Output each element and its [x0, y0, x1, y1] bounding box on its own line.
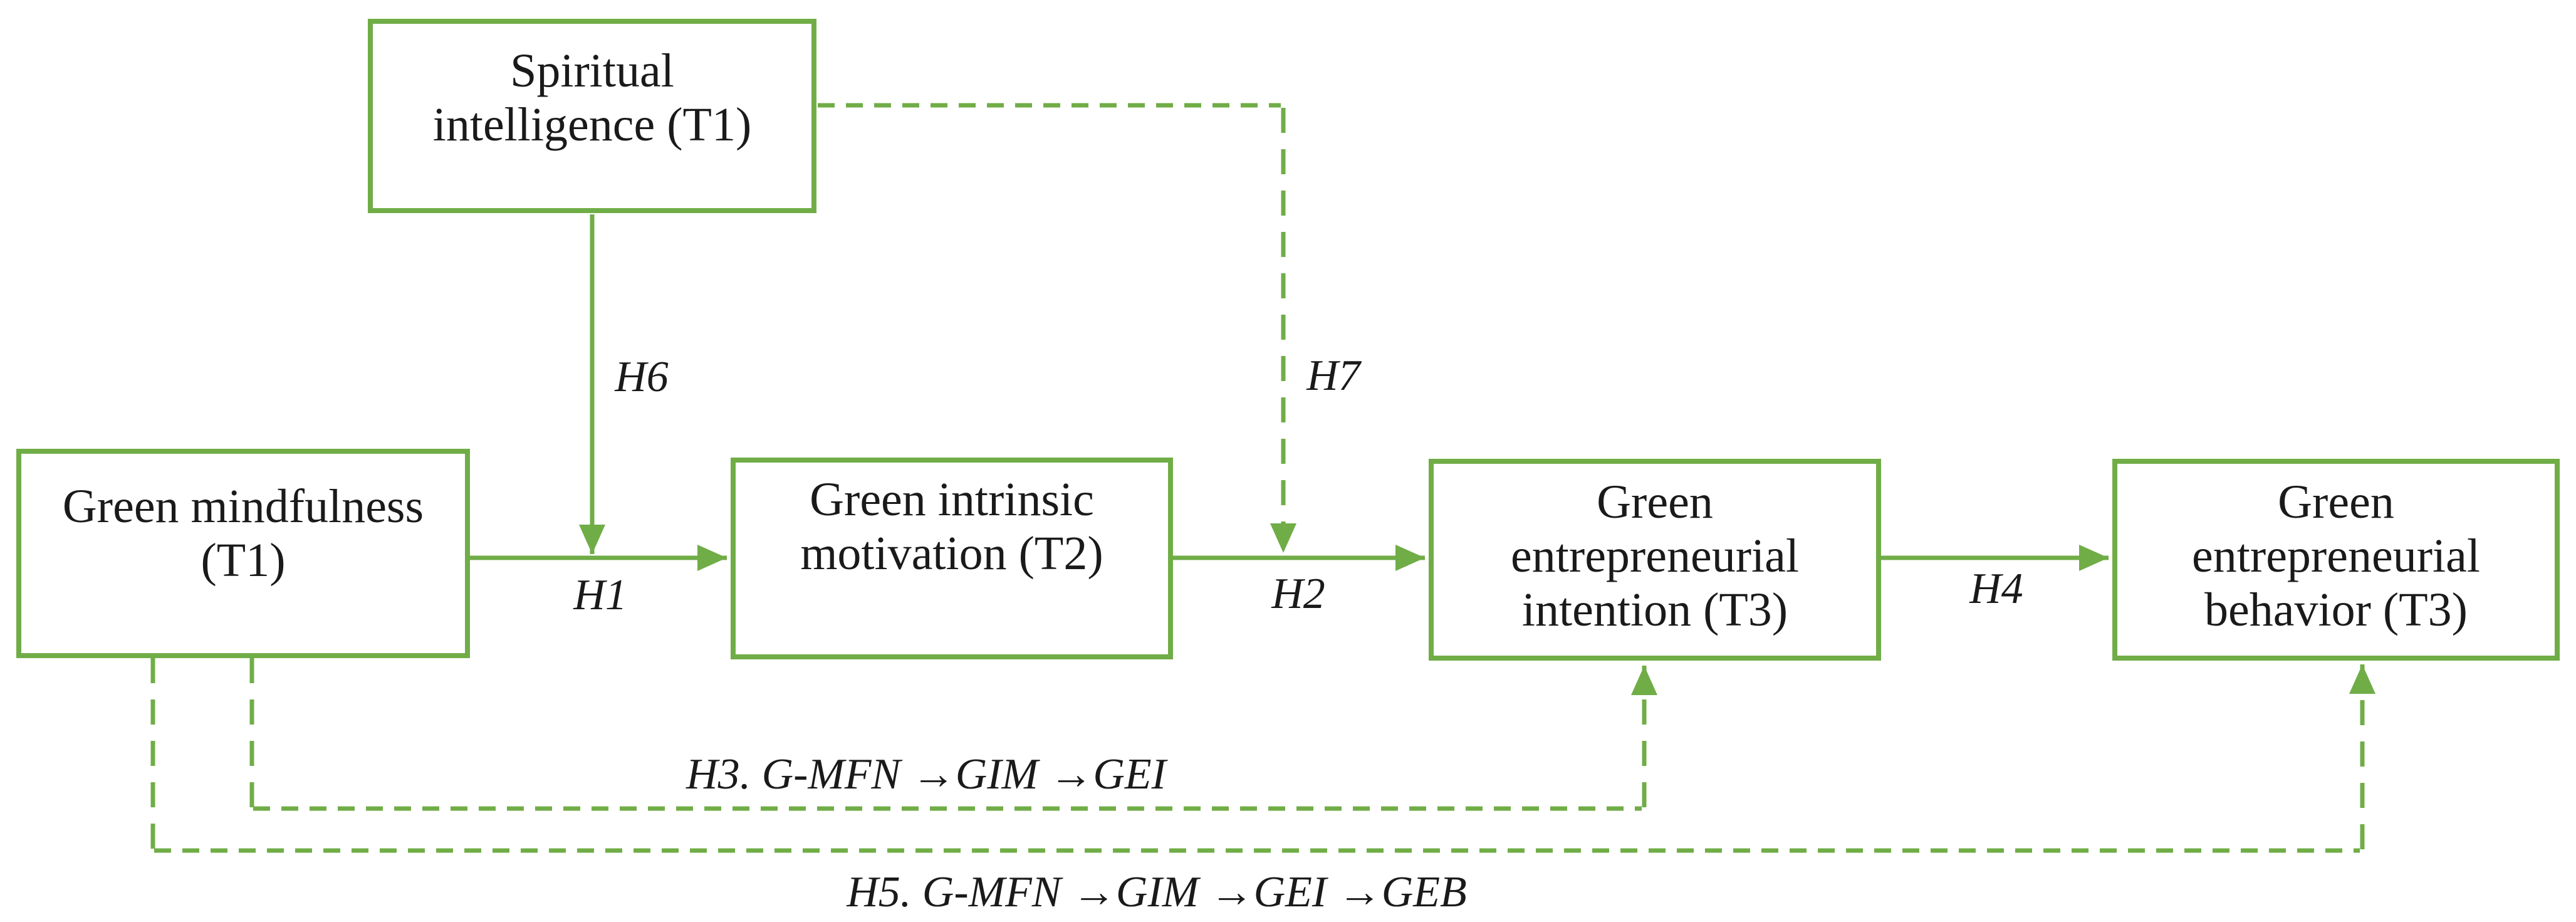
node-label-line: intelligence (T1) — [432, 98, 752, 151]
node-spiritual-intelligence: Spiritual intelligence (T1) — [368, 19, 816, 213]
node-label-line: entrepreneurial — [1511, 530, 1799, 583]
node-label-line: motivation (T2) — [800, 527, 1103, 580]
node-green-entrepreneurial-behavior: Green entrepreneurial behavior (T3) — [2112, 459, 2560, 661]
node-label-line: intention (T3) — [1521, 583, 1788, 636]
h3-label: H3. G-MFN →GIM →GEI — [686, 750, 1166, 799]
h4-label: H4 — [1969, 565, 2023, 613]
node-green-intrinsic-motivation: Green intrinsic motivation (T2) — [731, 458, 1173, 659]
node-label-line: Green — [2278, 476, 2394, 529]
node-label-line: behavior (T3) — [2204, 583, 2468, 636]
node-label-line: Green mindfulness — [62, 480, 424, 533]
h1-label: H1 — [573, 571, 627, 619]
node-label-line: Green — [1597, 476, 1713, 529]
h2-label: H2 — [1271, 570, 1325, 618]
node-label-line: Green intrinsic — [810, 473, 1094, 526]
node-label-line: (T1) — [201, 534, 286, 587]
h5-label: H5. G-MFN →GIM →GEI →GEB — [847, 868, 1467, 916]
node-label-line: entrepreneurial — [2192, 530, 2480, 583]
h6-label: H6 — [615, 353, 669, 401]
node-green-entrepreneurial-intention: Green entrepreneurial intention (T3) — [1429, 459, 1881, 661]
h7-label: H7 — [1306, 352, 1360, 400]
node-green-mindfulness: Green mindfulness (T1) — [16, 449, 470, 658]
node-label-line: Spiritual — [510, 45, 674, 98]
